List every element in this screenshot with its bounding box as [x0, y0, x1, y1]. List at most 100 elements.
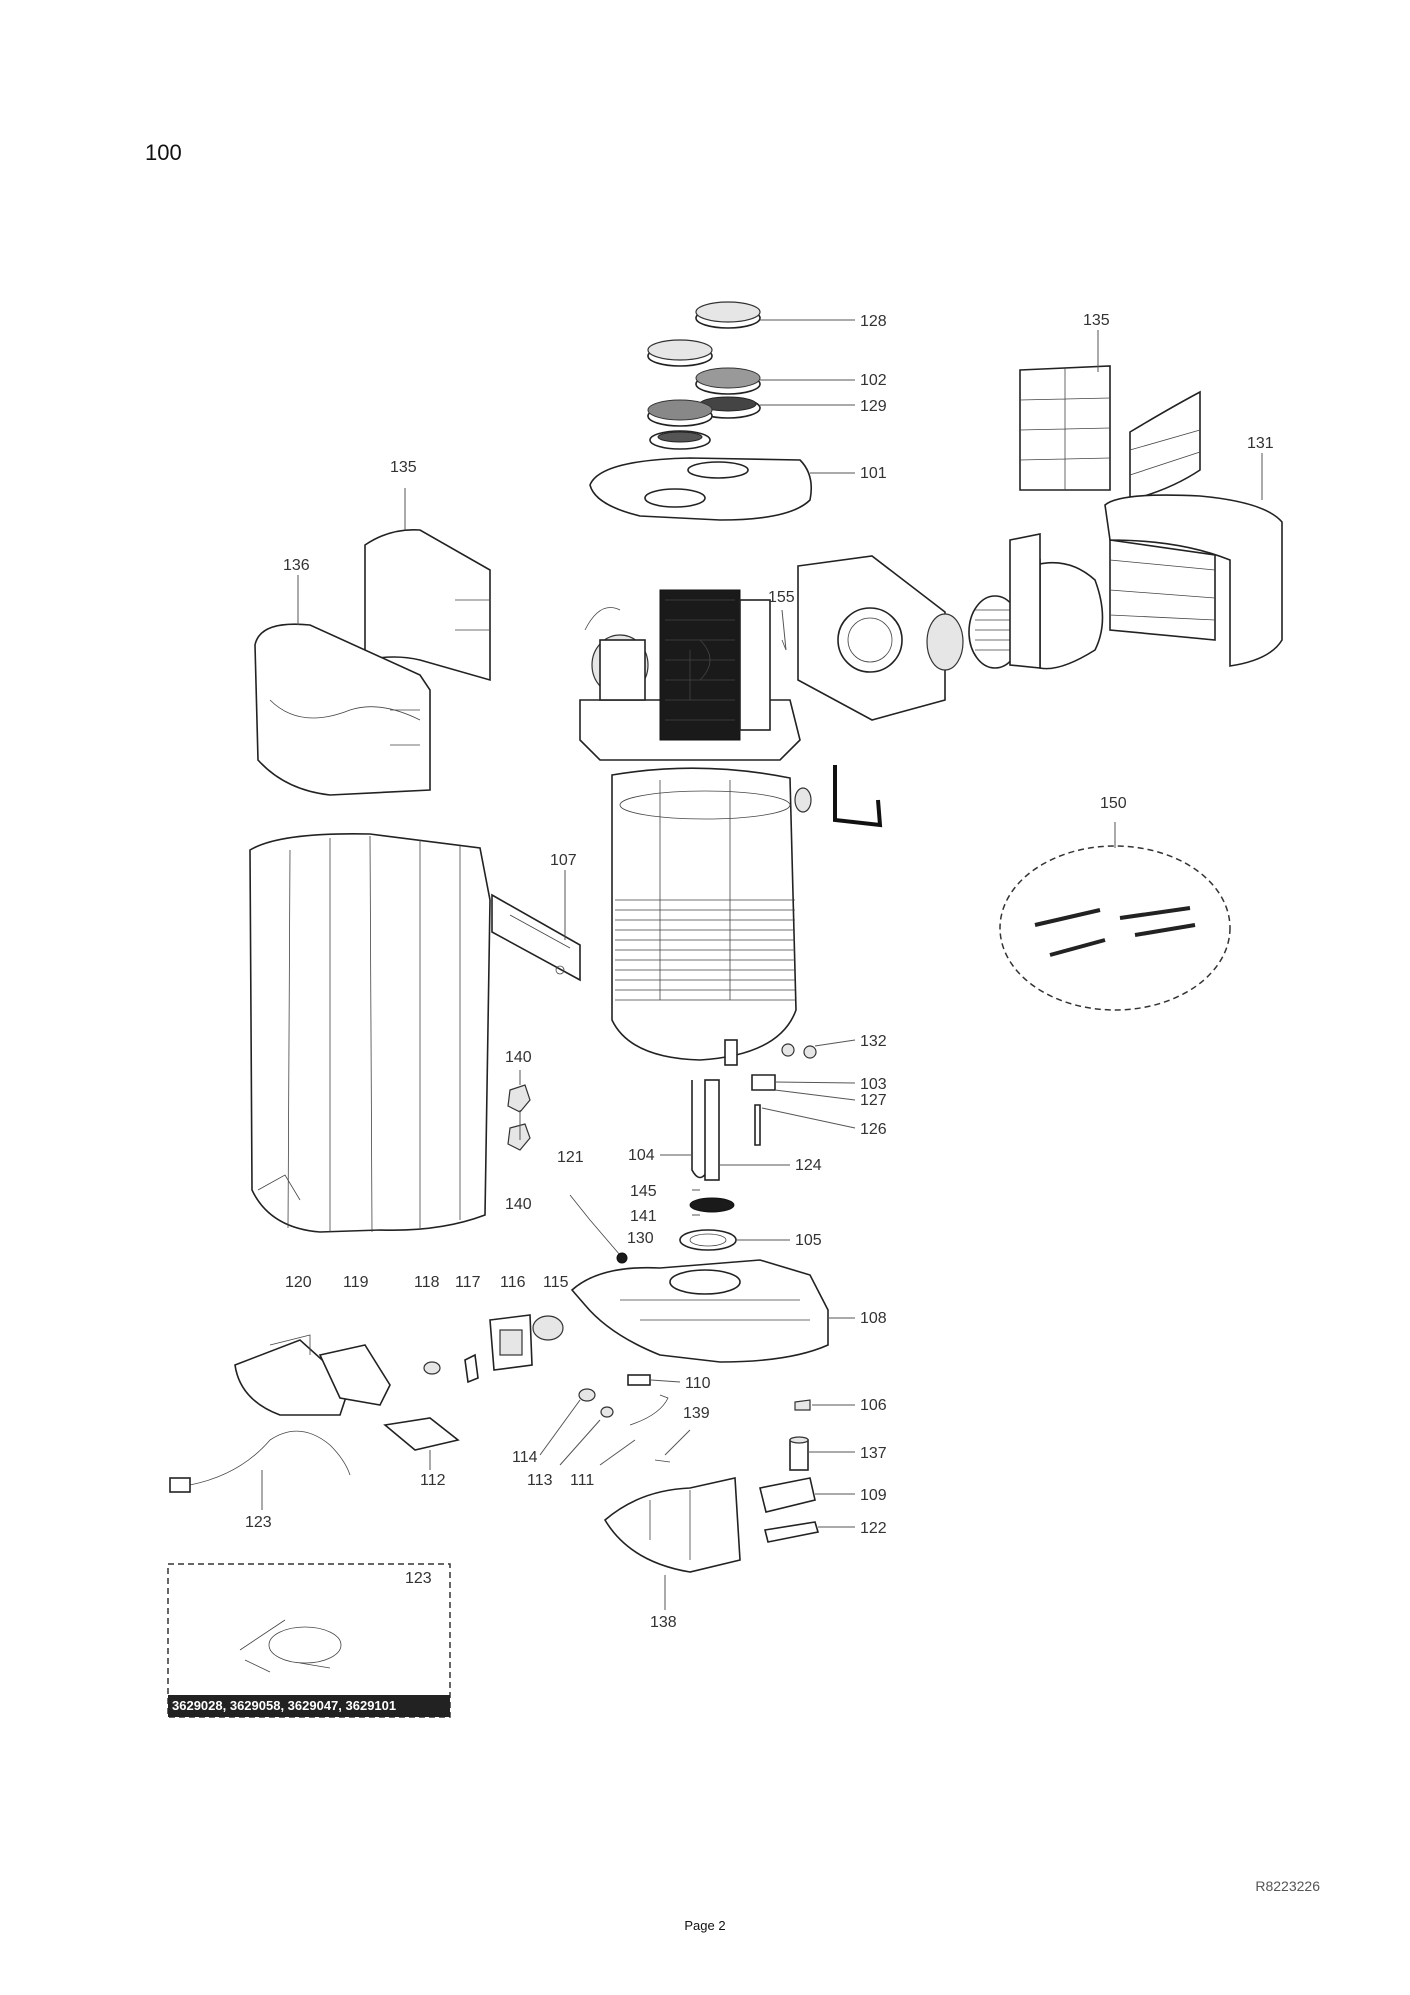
ring-128	[695, 301, 761, 329]
callout-117: 117	[455, 1274, 481, 1291]
gasket-left	[649, 430, 711, 450]
blower-wheel	[968, 595, 1022, 669]
fixing-kit-150	[999, 845, 1231, 1011]
callout-114: 114	[512, 1449, 538, 1466]
rod-126	[754, 1104, 761, 1146]
callout-135-right: 135	[1083, 312, 1110, 329]
cover-122	[764, 1521, 820, 1543]
side-cover-135-left	[364, 528, 491, 682]
callout-112: 112	[420, 1472, 446, 1489]
callout-140-bottom: 140	[505, 1196, 532, 1213]
callout-126: 126	[860, 1121, 887, 1138]
top-housing-136	[254, 623, 431, 796]
fan-frame	[797, 555, 946, 721]
capacitor-115	[532, 1315, 564, 1341]
tank-coil	[615, 899, 795, 1001]
callout-138: 138	[650, 1614, 677, 1631]
housing-131	[1104, 494, 1283, 667]
bracket-119	[318, 1344, 391, 1406]
callout-130: 130	[627, 1230, 654, 1247]
board-116	[489, 1314, 533, 1371]
callout-140-top: 140	[505, 1049, 532, 1066]
compressor-deck	[579, 589, 801, 761]
callout-labels: 128 102 129 101 135 131 135 136 155 150 …	[245, 312, 1274, 1631]
callout-123: 123	[245, 1514, 272, 1531]
blower-housing	[1009, 533, 1104, 670]
filter-left	[647, 399, 713, 427]
bracket-120	[234, 1334, 351, 1416]
part-106	[794, 1399, 811, 1411]
ring-upper-left	[647, 339, 713, 367]
base-108	[570, 1259, 829, 1363]
power-cable-123	[169, 1430, 351, 1493]
variant-box	[167, 1563, 451, 1718]
tray-138	[603, 1477, 741, 1573]
callout-101: 101	[860, 465, 887, 482]
callout-118: 118	[414, 1274, 440, 1291]
outer-shell	[249, 833, 491, 1233]
callout-141: 141	[630, 1208, 657, 1225]
clip-139	[654, 1459, 671, 1463]
callout-128: 128	[860, 313, 887, 330]
heater-124	[689, 1079, 735, 1213]
sensor-110	[627, 1374, 651, 1386]
callout-113: 113	[527, 1472, 553, 1489]
hose	[833, 765, 883, 828]
callout-124: 124	[795, 1157, 822, 1174]
side-cover-135-right	[1019, 365, 1201, 502]
leader-lines	[261, 319, 1263, 1610]
variant-models-label: 3629028, 3629058, 3629047, 3629101	[168, 1695, 450, 1717]
callout-145: 145	[630, 1183, 657, 1200]
callout-121: 121	[557, 1149, 584, 1166]
callout-102: 102	[860, 372, 887, 389]
callout-155: 155	[768, 589, 795, 606]
callout-135-left: 135	[390, 459, 417, 476]
callout-110: 110	[685, 1375, 711, 1392]
callout-103: 103	[860, 1076, 887, 1093]
variant-callout-123: 123	[405, 1570, 432, 1587]
reference-code: R8223226	[1255, 1878, 1320, 1894]
cable-111	[629, 1394, 669, 1426]
sensor-113	[600, 1406, 614, 1418]
variant-power-cable	[239, 1619, 342, 1673]
callout-111: 111	[570, 1472, 594, 1489]
callout-127: 127	[860, 1092, 887, 1109]
page-title: 100	[145, 140, 182, 165]
callout-105: 105	[795, 1232, 822, 1249]
nut-140-top	[507, 1084, 531, 1113]
callout-104: 104	[628, 1147, 655, 1164]
callout-119: 119	[343, 1274, 369, 1291]
callout-107: 107	[550, 852, 577, 869]
nut-132	[781, 1043, 817, 1059]
board-112	[383, 1417, 460, 1451]
filter-137	[789, 1436, 809, 1471]
cover-109	[759, 1477, 816, 1513]
callout-150: 150	[1100, 795, 1127, 812]
callout-131: 131	[1247, 435, 1274, 452]
callout-132: 132	[860, 1033, 887, 1050]
fan-motor	[926, 613, 964, 671]
callout-106: 106	[860, 1397, 887, 1414]
callout-137: 137	[860, 1445, 887, 1462]
part-118	[423, 1361, 441, 1375]
filter-102	[695, 367, 761, 395]
callout-120: 120	[285, 1274, 312, 1291]
callout-129: 129	[860, 398, 887, 415]
page-number: Page 2	[684, 1918, 726, 1933]
callout-108: 108	[860, 1310, 887, 1327]
callout-136: 136	[283, 557, 310, 574]
callout-139: 139	[683, 1405, 710, 1422]
callout-109: 109	[860, 1487, 887, 1504]
callout-115: 115	[543, 1274, 569, 1291]
callout-122: 122	[860, 1520, 887, 1537]
gasket-105	[679, 1229, 737, 1251]
part-117	[464, 1353, 479, 1384]
water-tank	[611, 767, 812, 1066]
rail-107	[491, 893, 581, 982]
sensor-114	[578, 1388, 596, 1402]
nut-140-bottom	[507, 1123, 531, 1151]
cable-121	[569, 1194, 628, 1264]
callout-116: 116	[500, 1274, 526, 1291]
anode-103	[751, 1074, 776, 1091]
